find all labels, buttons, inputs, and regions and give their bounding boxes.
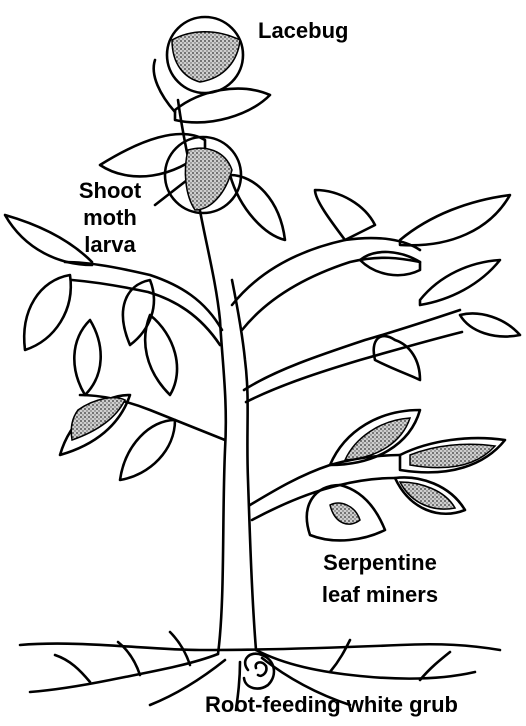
white-grub-inner [256,662,267,675]
leaf [175,89,270,123]
leaf [360,252,420,275]
root [330,640,350,672]
label-leaf-miners-line1: Serpentine [290,552,470,574]
leaf [460,314,520,337]
lacebug-leaf-shade [172,32,240,82]
leaf-miner-shade [410,444,495,467]
root [55,655,90,682]
leaf [420,260,500,305]
branch-right-upper-under [242,258,420,330]
label-lacebug: Lacebug [258,20,348,42]
trunk-outline [232,280,256,650]
leaf [374,336,420,380]
leaf-miner-shade [330,503,360,524]
label-shoot-moth-line1: Shoot [70,180,150,202]
leaf-miner-shade [400,482,455,509]
soil-line [20,644,500,650]
leaf [230,175,285,240]
leaf [74,320,100,395]
white-grub [244,654,274,689]
label-shoot-moth-line2: moth [70,207,150,229]
leaf [154,60,175,112]
leaf [145,315,177,395]
label-leaf-miners-line2: leaf miners [290,584,470,606]
root [256,650,475,679]
branch-right-mid [244,310,460,390]
leaf [24,275,71,350]
leaf [400,195,510,245]
label-white-grub: Root-feeding white grub [205,694,458,716]
leaf [120,420,175,480]
label-shoot-moth-line3: larva [70,234,150,256]
leaf [315,190,375,240]
trunk [198,200,226,654]
branch-lower-right-under [252,478,395,520]
shoot-moth-shade [185,148,232,210]
